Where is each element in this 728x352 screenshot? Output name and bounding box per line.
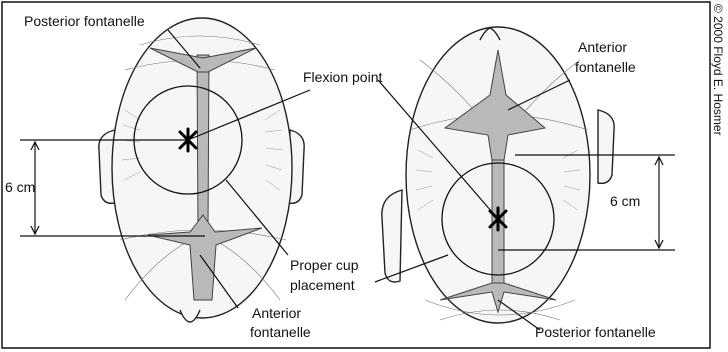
label-distance-right: 6 cm	[610, 193, 640, 209]
label-distance-left: 6 cm	[5, 179, 35, 195]
label-proper-cup-line2: placement	[290, 277, 355, 293]
label-flexion-point: Flexion point	[303, 69, 382, 85]
left-sagittal-suture	[197, 55, 209, 230]
label-posterior-fontanelle-right: Posterior fontanelle	[535, 324, 656, 340]
label-anterior-fontanelle-right-line2: fontanelle	[575, 59, 636, 75]
label-anterior-fontanelle-left-line1: Anterior	[252, 305, 301, 321]
copyright-notice: © 2000 Floyd E. Hosmer	[711, 4, 725, 136]
right-ear	[382, 190, 402, 282]
label-posterior-fontanelle-left: Posterior fontanelle	[24, 13, 145, 29]
label-anterior-fontanelle-right-line1: Anterior	[578, 39, 627, 55]
right-ear-right	[598, 110, 614, 183]
label-proper-cup-line1: Proper cup	[290, 257, 359, 273]
label-anterior-fontanelle-left-line2: fontanelle	[250, 324, 311, 340]
